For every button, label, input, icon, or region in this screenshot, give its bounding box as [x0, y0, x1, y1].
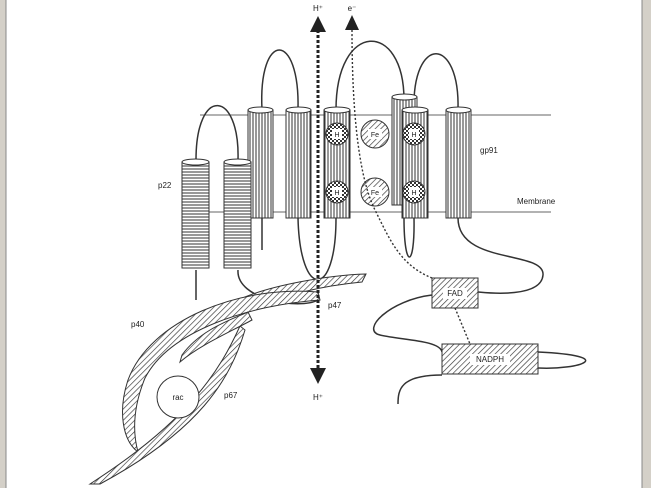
helix-6: [445, 109, 472, 219]
fe-bottom-label: Fe: [371, 190, 379, 197]
p22-helix-1: [181, 161, 210, 269]
helix-2: [285, 109, 312, 219]
helix-2-cap: [285, 106, 312, 114]
helix-6-cap: [445, 106, 472, 114]
helix-5-cap: [401, 106, 429, 114]
proton-arrowhead-up: [310, 16, 326, 32]
fad-label: FAD: [447, 289, 463, 298]
helix-3-cap: [323, 106, 351, 114]
electron-path: [351, 29, 471, 345]
heme-h3-label: H: [411, 132, 416, 139]
p22-loop: [195, 104, 239, 161]
rac-circle: [156, 375, 200, 419]
helix-1: [247, 109, 274, 219]
p47-label: p47: [328, 301, 342, 310]
p22-helix-2-cap: [223, 158, 252, 166]
fe-top-label: Fe: [371, 132, 379, 139]
p67-small-blade: [179, 311, 253, 364]
p67-label: p67: [224, 391, 238, 400]
p22-helix-2: [223, 161, 252, 269]
heme-h2-label: H: [334, 190, 339, 197]
p22-helix-1-cap: [181, 158, 210, 166]
rac-label: rac: [172, 393, 183, 402]
p40-label: p40: [131, 320, 145, 329]
nadph-label: NADPH: [476, 355, 504, 364]
gp91-label: gp91: [480, 146, 498, 155]
proton-arrowhead-down: [310, 368, 326, 384]
proton-bottom-label: H⁺: [313, 393, 323, 402]
heme-h4-label: H: [411, 190, 416, 197]
p67-blade: [88, 325, 246, 485]
p22-label: p22: [158, 181, 172, 190]
proton-top-label: H⁺: [313, 4, 323, 13]
membrane-label: Membrane: [517, 197, 556, 206]
canvas-background: [6, 0, 642, 488]
electron-top-label: e⁻: [348, 4, 357, 13]
helix-1-cap: [247, 106, 274, 114]
p22-helices: [181, 158, 252, 269]
heme-h1-label: H: [334, 132, 339, 139]
nadph-label-back: [470, 354, 510, 365]
heme-label-backs: [332, 129, 419, 197]
fad-label-back: [443, 288, 467, 299]
helix-4-cap: [391, 93, 418, 101]
electron-arrowhead: [345, 15, 359, 30]
